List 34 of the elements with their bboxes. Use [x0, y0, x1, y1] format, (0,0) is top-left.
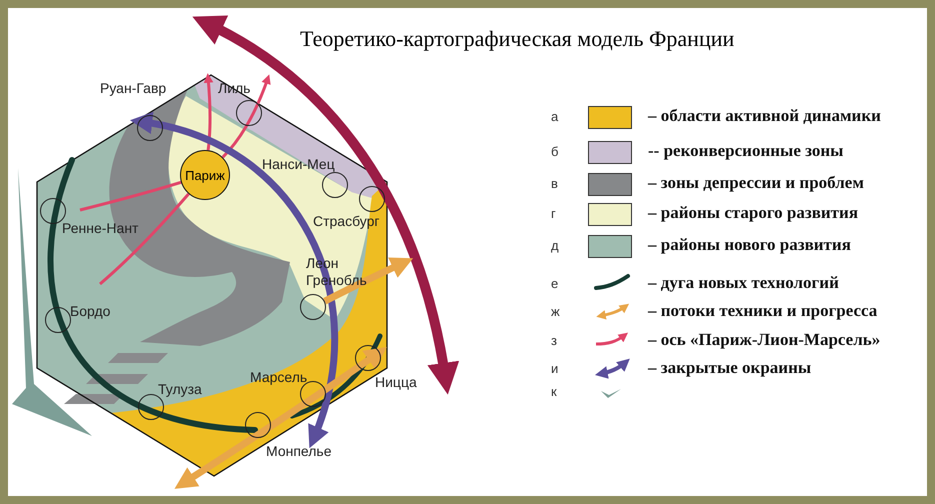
legend-letter: е: [551, 276, 558, 291]
city-label: Тулуза: [158, 381, 202, 398]
title: Теоретико-картографическая модель Франции: [300, 26, 734, 52]
legend-letter: в: [551, 176, 558, 191]
city-name: Париж: [185, 168, 225, 182]
city-label: Монпелье: [266, 443, 332, 460]
legend-text: – зоны депрессии и проблем: [648, 173, 864, 193]
legend-text: – районы старого развития: [648, 203, 858, 223]
legend-text: -- реконверсионные зоны: [648, 141, 844, 161]
city-label: Нанси-Мец: [262, 156, 335, 173]
legend-text: – дуга новых технологий: [648, 273, 839, 293]
legend-text: – ось «Париж-Лион-Марсель»: [648, 330, 880, 350]
legend-text: – потоки техники и прогресса: [648, 301, 878, 321]
city-label: Ренне-Нант: [62, 220, 138, 237]
line: [80, 180, 182, 212]
arrow: [204, 73, 214, 150]
arrow: [130, 112, 338, 448]
legend-letter: г: [551, 206, 556, 221]
city-label: Ницца: [375, 374, 417, 391]
legend-text: – районы нового развития: [648, 235, 851, 255]
legend-letter: и: [551, 361, 558, 376]
arrow: [174, 347, 387, 489]
city-label: Бордо: [70, 303, 110, 320]
legend-letter: з: [551, 333, 557, 348]
legend-text: – области активной динамики: [648, 106, 881, 126]
legend-letter: ж: [551, 304, 560, 319]
legend-letter: а: [551, 109, 558, 124]
legend-letter: д: [551, 238, 559, 253]
city-label: Руан-Гавр: [100, 80, 166, 97]
legend-letter: к: [551, 384, 557, 399]
legend-text: – закрытые окраины: [648, 358, 812, 378]
line: [99, 192, 190, 286]
legend-letter: б: [551, 144, 558, 159]
arrow: [222, 74, 271, 158]
